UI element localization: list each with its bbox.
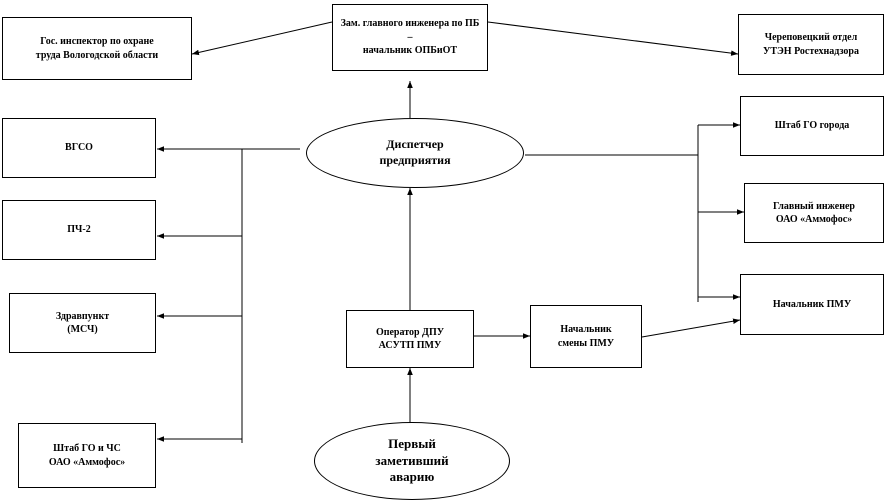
zdravpunkt-label: Здравпункт (МСЧ) bbox=[55, 310, 110, 336]
gos-inspektor-box: Гос. инспектор по охране труда Вологодск… bbox=[2, 17, 192, 80]
shtab-go-chs-box: Штаб ГО и ЧС ОАО «Аммофос» bbox=[18, 423, 156, 488]
gos-inspektor-label: Гос. инспектор по охране труда Вологодск… bbox=[35, 36, 159, 61]
perviy-ellipse: Первый заметивший аварию bbox=[314, 422, 510, 500]
vgso-box: ВГСО bbox=[2, 118, 156, 178]
glavny-inzh-label: Главный инженер ОАО «Аммофос» bbox=[773, 200, 855, 226]
cherepovets-label: Череповецкий отдел УТЭН Ростехнадзора bbox=[763, 32, 859, 57]
nach-pmu-box: Начальник ПМУ bbox=[740, 274, 884, 335]
pch2-label: ПЧ-2 bbox=[67, 224, 91, 236]
shtab-go-goroda-box: Штаб ГО города bbox=[740, 96, 884, 156]
operator-box: Оператор ДПУ АСУТП ПМУ bbox=[346, 310, 474, 368]
arrow-to-gos-inspektor bbox=[191, 21, 333, 56]
dispatcher-ellipse: Диспетчер предприятия bbox=[306, 118, 524, 188]
shtab-go-goroda-label: Штаб ГО города bbox=[774, 120, 850, 132]
zam-inzh-label: Зам. главного инженера по ПБ – начальник… bbox=[340, 18, 480, 57]
zam-inzh-box: Зам. главного инженера по ПБ – начальник… bbox=[332, 4, 488, 71]
nach-smeny-box: Начальник смены ПМУ bbox=[530, 305, 642, 368]
pch2-box: ПЧ-2 bbox=[2, 200, 156, 260]
operator-label: Оператор ДПУ АСУТП ПМУ bbox=[375, 326, 445, 352]
glavny-inzh-box: Главный инженер ОАО «Аммофос» bbox=[744, 183, 884, 243]
arrow-to-cherepovets bbox=[487, 21, 739, 56]
dispatcher-label: Диспетчер предприятия bbox=[379, 137, 451, 167]
shtab-go-chs-label: Штаб ГО и ЧС ОАО «Аммофос» bbox=[48, 443, 126, 468]
nach-pmu-label: Начальник ПМУ bbox=[772, 298, 852, 310]
cherepovets-box: Череповецкий отдел УТЭН Ростехнадзора bbox=[738, 14, 884, 75]
nach-smeny-label: Начальник смены ПМУ bbox=[557, 324, 615, 349]
arrow-nach-smeny-to-nach-pmu bbox=[641, 318, 741, 338]
perviy-label: Первый заметивший аварию bbox=[375, 435, 449, 485]
zdravpunkt-box: Здравпункт (МСЧ) bbox=[9, 293, 156, 353]
vgso-label: ВГСО bbox=[65, 142, 93, 154]
